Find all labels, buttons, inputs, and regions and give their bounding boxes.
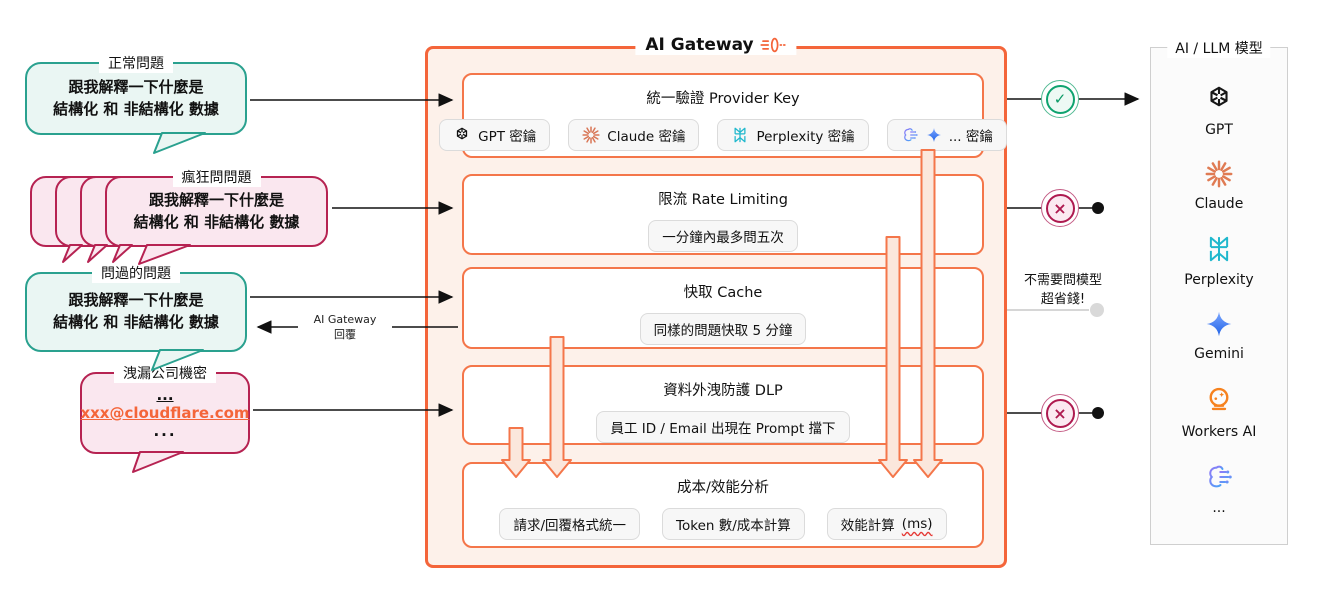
result-lines bbox=[1007, 92, 1140, 419]
gemini-icon bbox=[1206, 311, 1232, 337]
chip-token-cost: Token 數/成本計算 bbox=[662, 508, 805, 540]
brain-icon bbox=[1209, 465, 1232, 488]
bubble-normal-question: 正常問題 跟我解釋一下什麼是 結構化 和 非結構化 數據 bbox=[25, 53, 247, 135]
model-item-claude: Claude bbox=[1195, 160, 1243, 212]
bubble-label: 正常問題 bbox=[99, 53, 173, 73]
gemini-icon bbox=[926, 128, 941, 142]
bubble-label: 瘋狂問問題 bbox=[172, 167, 261, 187]
model-item-perplexity: Perplexity bbox=[1184, 234, 1254, 288]
openai-icon bbox=[457, 127, 468, 140]
bubble-repeated-question: 問過的問題 跟我解釋一下什麼是 結構化 和 非結構化 數據 bbox=[25, 263, 247, 352]
chip-format-unify: 請求/回覆格式統一 bbox=[499, 508, 641, 540]
chip-cache-rule: 同樣的問題快取 5 分鐘 bbox=[639, 313, 807, 345]
section-dlp: 資料外洩防護 DLP 員工 ID / Email 出現在 Prompt 擋下 bbox=[462, 365, 984, 445]
chip-rate-limit-rule: 一分鐘內最多問五次 bbox=[648, 220, 798, 252]
section-title: 統一驗證 Provider Key bbox=[646, 91, 800, 107]
perplexity-icon bbox=[734, 127, 746, 143]
ai-gateway-box: AI Gateway 統一驗證 Provider Key GPT 密鑰 bbox=[425, 35, 1007, 568]
green-check-icon: ✓ bbox=[1045, 84, 1075, 114]
chip-perplexity-key: Perplexity 密鑰 bbox=[717, 119, 869, 151]
openai-icon bbox=[1210, 86, 1228, 107]
workers-ai-icon bbox=[1209, 387, 1229, 411]
claude-icon bbox=[1205, 160, 1233, 188]
pass-status: ✓ bbox=[1041, 80, 1079, 118]
section-title: 資料外洩防護 DLP bbox=[663, 383, 783, 399]
chip-dlp-rule: 員工 ID / Email 出現在 Prompt 擋下 bbox=[596, 411, 850, 443]
bubble-label: 洩漏公司機密 bbox=[114, 363, 216, 383]
red-cross-icon: × bbox=[1045, 398, 1075, 428]
bubble-leak-secret: 洩漏公司機密 ... xxx@cloudflare.com ... bbox=[80, 363, 250, 454]
chip-gpt-key: GPT 密鑰 bbox=[439, 119, 551, 151]
ai-gateway-icon bbox=[760, 37, 786, 53]
red-cross-icon: × bbox=[1045, 193, 1075, 223]
section-title: 快取 Cache bbox=[683, 285, 763, 301]
blocked-status-dlp: × bbox=[1041, 394, 1079, 432]
llm-models-panel-title: AI / LLM 模型 bbox=[1167, 38, 1271, 58]
blocked-dot bbox=[1092, 407, 1104, 419]
ai-gateway-title: AI Gateway bbox=[635, 35, 797, 55]
model-item-gpt: GPT bbox=[1204, 84, 1234, 138]
chip-claude-key: Claude 密鑰 bbox=[568, 119, 700, 151]
bubble-text: 跟我解釋一下什麼是 結構化 和 非結構化 數據 bbox=[53, 291, 219, 331]
bubble-spam-questions: 瘋狂問問題 跟我解釋一下什麼是 結構化 和 非結構化 數據 bbox=[105, 167, 328, 247]
cache-saving-note: 不需要問模型 超省錢! bbox=[1023, 273, 1102, 307]
model-item-workers-ai: Workers AI bbox=[1182, 384, 1256, 440]
chip-other-keys: ... 密鑰 bbox=[886, 119, 1007, 151]
claude-icon bbox=[582, 126, 600, 144]
section-rate-limiting: 限流 Rate Limiting 一分鐘內最多問五次 bbox=[462, 174, 984, 255]
blocked-status-rate-limit: × bbox=[1041, 189, 1079, 227]
ellipsis-text: ... bbox=[153, 422, 177, 440]
bubble-label: 問過的問題 bbox=[92, 263, 180, 283]
email-address: xxx@cloudflare.com bbox=[80, 404, 250, 422]
bubble-text: 跟我解釋一下什麼是 結構化 和 非結構化 數據 bbox=[133, 190, 300, 231]
bubble-text: 跟我解釋一下什麼是 結構化 和 非結構化 數據 bbox=[53, 77, 219, 118]
blocked-dot bbox=[1092, 202, 1104, 214]
section-cache: 快取 Cache 同樣的問題快取 5 分鐘 bbox=[462, 267, 984, 349]
section-title: 成本/效能分析 bbox=[677, 480, 769, 496]
leaked-email-text: ... xxx@cloudflare.com bbox=[80, 386, 250, 422]
model-item-gemini: Gemini bbox=[1194, 310, 1244, 362]
model-item-others: ... bbox=[1204, 462, 1234, 516]
llm-models-panel: AI / LLM 模型 GPT bbox=[1150, 38, 1288, 545]
brain-icon bbox=[903, 128, 918, 142]
section-provider-key: 統一驗證 Provider Key GPT 密鑰 bbox=[439, 73, 1007, 158]
perplexity-icon bbox=[1209, 236, 1229, 262]
section-title: 限流 Rate Limiting bbox=[658, 192, 788, 208]
section-analytics: 成本/效能分析 請求/回覆格式統一 Token 數/成本計算 效能計算 (ms) bbox=[462, 462, 984, 548]
gateway-reply-label: AI Gateway 回覆 bbox=[298, 313, 392, 343]
chip-latency: 效能計算 (ms) bbox=[826, 508, 947, 540]
provider-key-chips: GPT 密鑰 Claude 密鑰 bbox=[439, 119, 1007, 151]
